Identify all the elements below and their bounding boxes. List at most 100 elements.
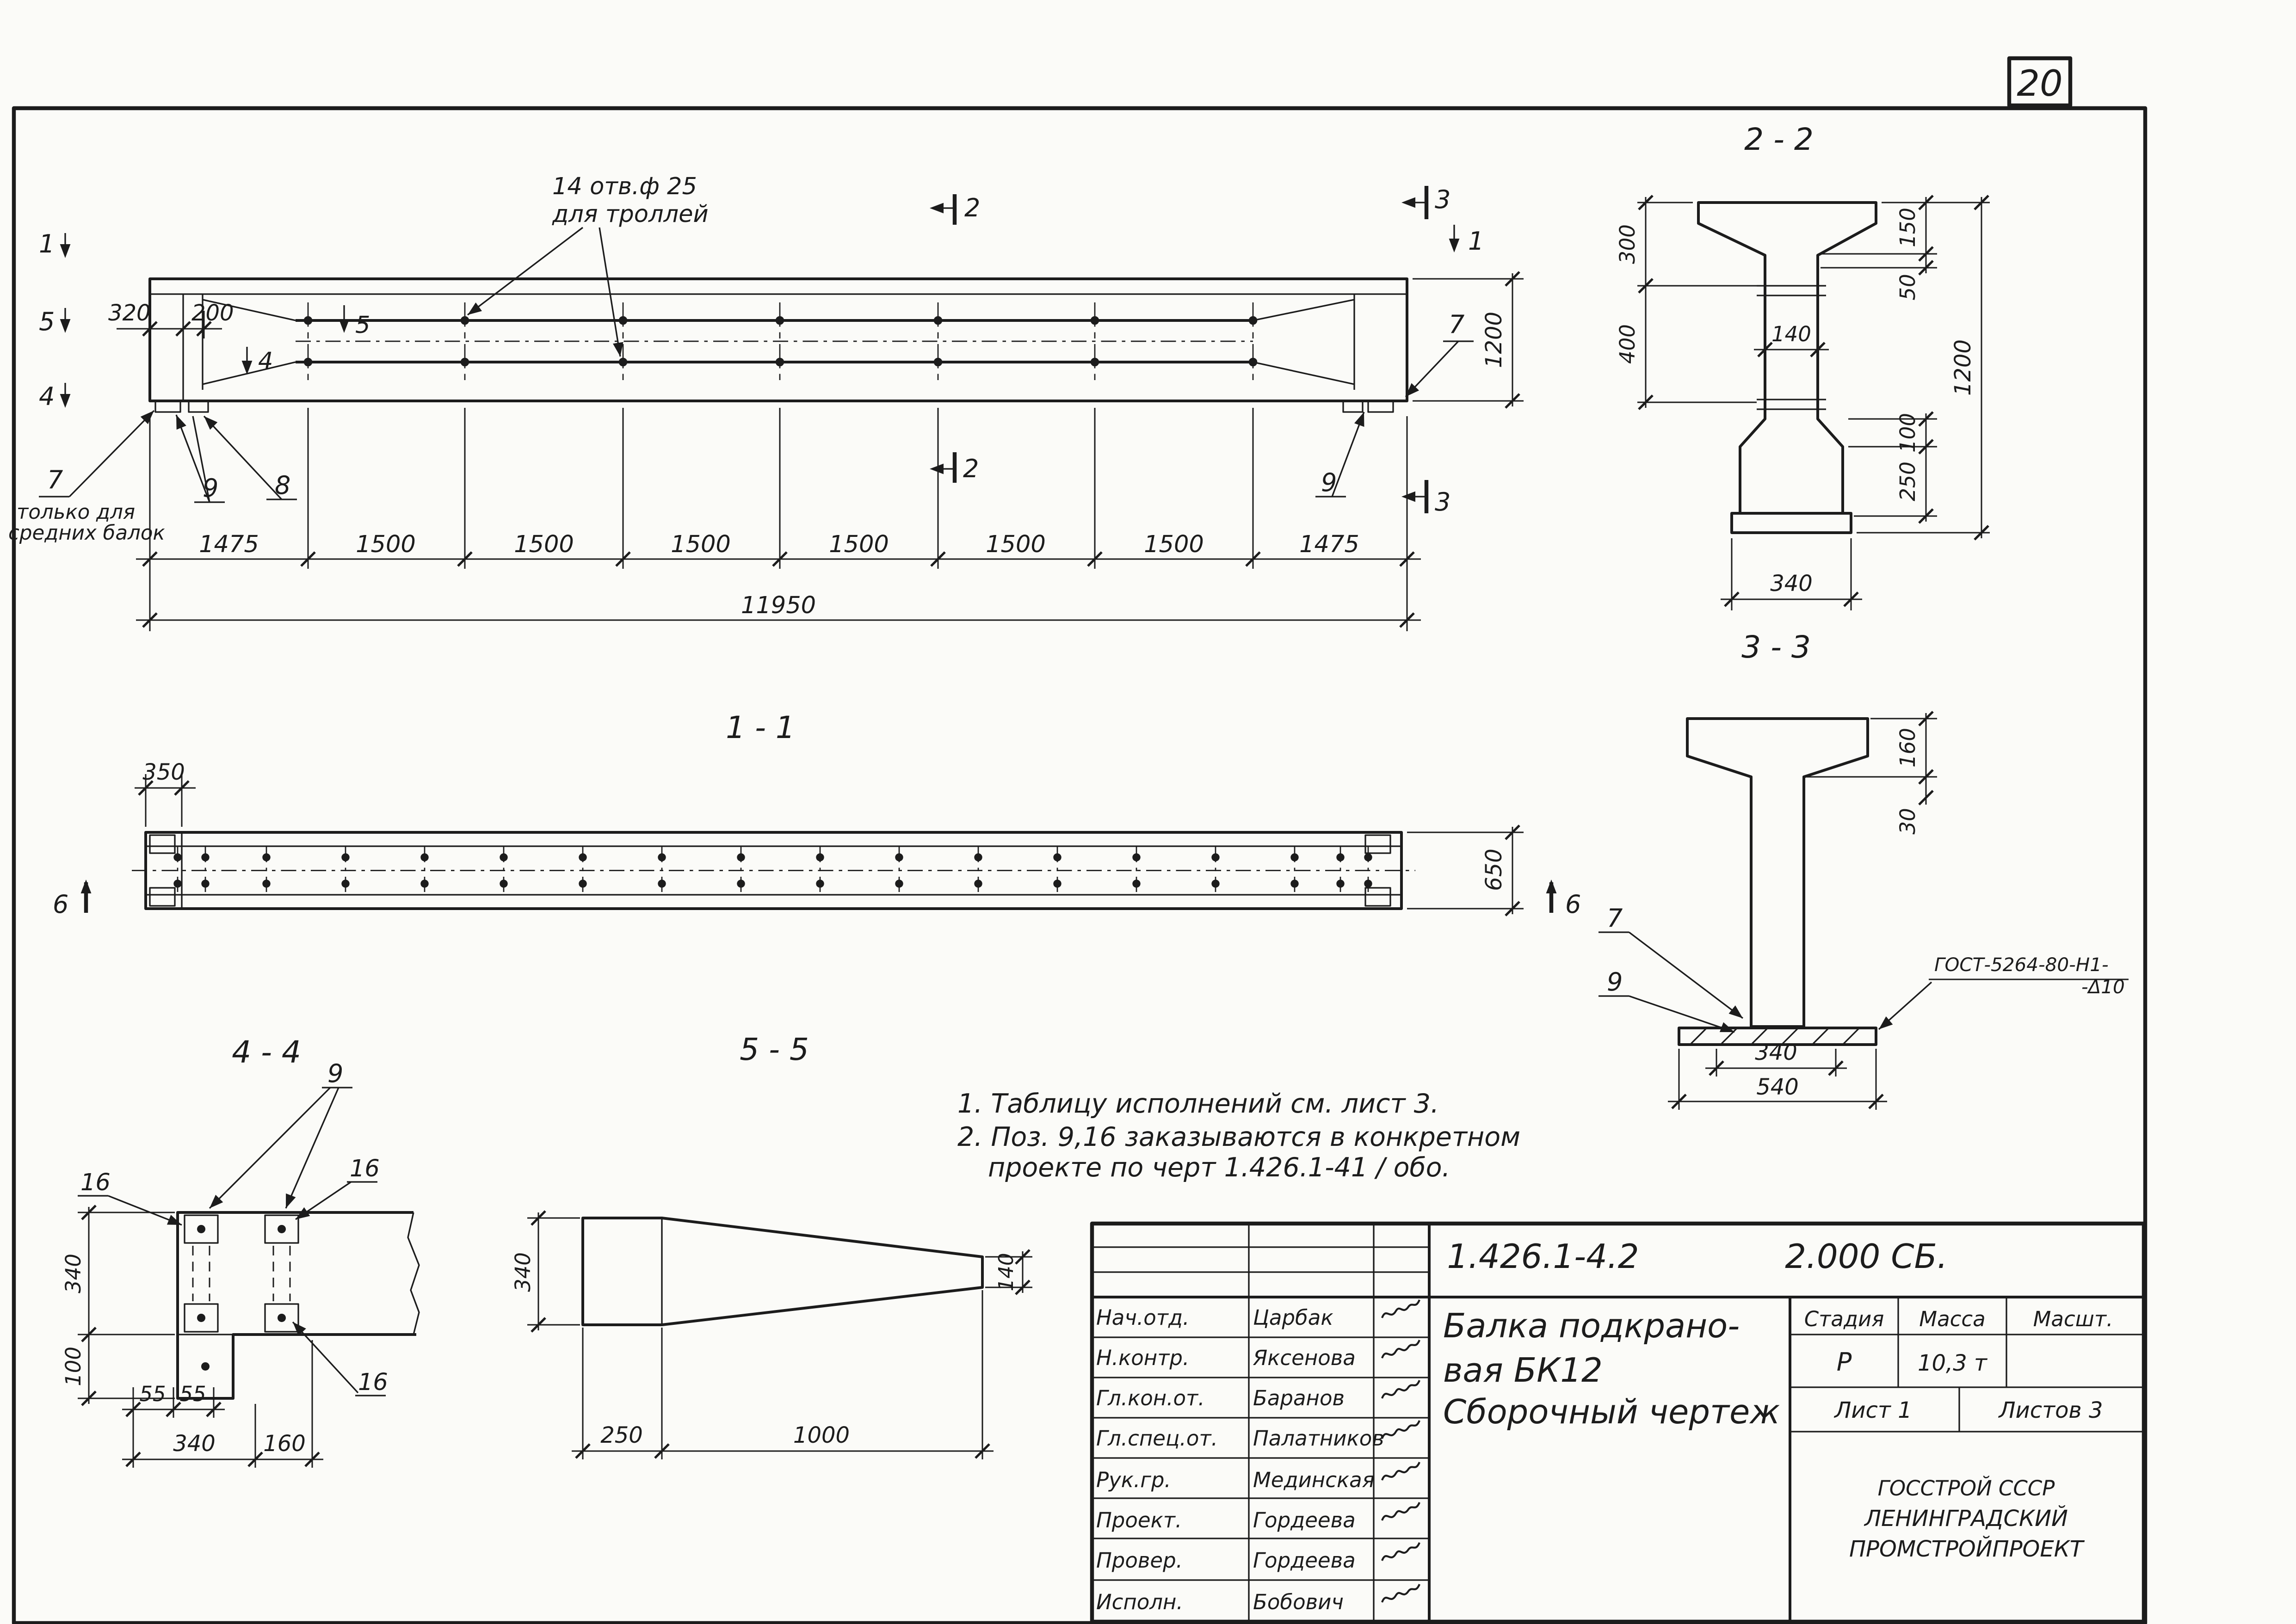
organization: ГОССТРОЙ СССР ЛЕНИНГРАДСКИЙ ПРОМСТРОЙПРО…: [1849, 1476, 2085, 1562]
plan-dimensions: 350 650 6 6: [53, 759, 1581, 919]
dim-340-bottom: 340: [1770, 571, 1813, 597]
section-3-3-title: 3 - 3: [1741, 629, 1811, 665]
row-name: Баранов: [1253, 1386, 1345, 1410]
dim-100: 100: [61, 1347, 86, 1386]
dim-540: 540: [1756, 1074, 1799, 1100]
section-3-3-dimensions: 160 30 340 540: [1667, 712, 1937, 1110]
pos-9: 9: [1607, 967, 1623, 997]
cut-mark-4-mid: 4: [258, 348, 273, 375]
cut-mark-3-bottom: 3: [1435, 487, 1450, 517]
signature-marks: [1382, 1300, 1420, 1602]
row-name: Мединская: [1253, 1468, 1375, 1492]
pos-16-c: 16: [358, 1369, 388, 1396]
row-name: Гордеева: [1253, 1548, 1356, 1573]
bolt-plates: [184, 1214, 299, 1333]
bolts: [197, 1224, 286, 1371]
dim-140: 140: [1771, 322, 1811, 346]
sheet-number-box: [2007, 56, 2073, 108]
detail-5-5-dimensions: 340 140 250 1000: [511, 1211, 1032, 1459]
section-2-2-dimensions: 300 400 140 150 50 100 250 1200 340: [1615, 196, 1990, 610]
cut-mark-1-left: 1: [39, 229, 55, 258]
detail-4-4-dimensions: 340 100 55 55 340 160: [61, 1206, 323, 1468]
dim-340: 340: [1755, 1040, 1797, 1065]
sheets-info: Листов 3: [1998, 1397, 2103, 1423]
dim-55-b: 55: [179, 1382, 206, 1406]
drawing-title-line2: вая БК12: [1443, 1351, 1603, 1390]
cut-mark-5-mid: 5: [355, 312, 370, 339]
row-name: Бобович: [1253, 1590, 1344, 1614]
org-line3: ПРОМСТРОЙПРОЕКТ: [1849, 1536, 2085, 1562]
pos-9: 9: [327, 1059, 343, 1088]
pos-7-right: 7: [1449, 310, 1464, 339]
dim-55-a: 55: [139, 1382, 166, 1406]
dim-50: 50: [1895, 274, 1920, 300]
dim-340-horiz: 340: [173, 1431, 216, 1457]
title-block: 1.426.1-4.2 2.000 СБ. Нач.отд. Царбак Н.…: [1090, 1221, 2146, 1624]
cut-mark-2-bottom: 2: [963, 454, 979, 483]
plan-view-1-1: 1 - 1 350 650 6 6: [53, 710, 1581, 919]
detail-4-4-labels: 9 16 16 16: [77, 1059, 388, 1396]
detail-5-5: 5 - 5 340 140 250 1000: [511, 1032, 1032, 1459]
dim-300: 300: [1615, 224, 1640, 264]
row-role: Рук.гр.: [1096, 1468, 1171, 1492]
dim-160: 160: [1895, 728, 1920, 768]
dim-seg-7: 1500: [1144, 531, 1204, 558]
cut-mark-3-top: 3: [1435, 185, 1450, 214]
dim-250: 250: [600, 1422, 643, 1448]
dim-seg-1: 1475: [199, 531, 259, 558]
pos-16-b: 16: [350, 1155, 380, 1182]
dim-340: 340: [511, 1252, 535, 1292]
mass-value: 10,3 т: [1918, 1350, 1988, 1376]
row-name: Царбак: [1253, 1305, 1333, 1330]
stage-value: Р: [1837, 1347, 1852, 1377]
dim-seg-8: 1475: [1299, 531, 1359, 558]
dim-height-1200: 1200: [1481, 312, 1507, 368]
cut-mark-6-left: 6: [53, 890, 68, 919]
row-name: Яксенова: [1253, 1346, 1356, 1370]
dim-seg-5: 1500: [829, 531, 889, 558]
org-line1: ГОССТРОЙ СССР: [1878, 1476, 2055, 1501]
dim-total-length: 11950: [741, 592, 816, 619]
sheet-number: 20: [2017, 63, 2062, 105]
section-2-2-title: 2 - 2: [1744, 122, 1814, 157]
note-line3: проекте по черт 1.426.1-41 / обо.: [988, 1152, 1450, 1183]
cut-mark-5-left: 5: [39, 307, 55, 336]
section-3-3: 3 - 3 7 9 ГОСТ-5264-80-Н1- -Δ10 160 30 3…: [1598, 629, 2129, 1110]
row-role: Гл.кон.от.: [1096, 1386, 1205, 1410]
drawing-title: Балка подкрано- вая БК12 Сборочный черте…: [1443, 1306, 1780, 1431]
doc-code: 2.000 СБ.: [1785, 1237, 1948, 1276]
stage-mass-scale: Стадия Масса Масшт. Р 10,3 т Лист 1 Лист…: [1804, 1307, 2113, 1423]
row-role: Исполн.: [1096, 1590, 1183, 1614]
pos-7: 7: [1607, 904, 1623, 933]
break-line: [407, 1212, 420, 1335]
bearing-pads: [154, 400, 1394, 413]
elevation-outline: [148, 277, 1408, 413]
foot-note-line2: средних балок: [8, 522, 165, 545]
mass-label: Масса: [1919, 1307, 1985, 1331]
dim-100: 100: [1895, 413, 1920, 453]
section-cut-marks: 1 5 4 1 2 2 3 3 5 4: [39, 185, 1484, 517]
cut-mark-6-right: 6: [1565, 890, 1581, 919]
dim-1000: 1000: [793, 1422, 850, 1448]
dim-350: 350: [142, 759, 185, 785]
dim-seg-3: 1500: [514, 531, 574, 558]
elevation-dimensions: 1475 1500 1500 1500 1500 1500 1500 1475 …: [108, 272, 1524, 631]
signature-rows: Нач.отд. Царбак Н.контр. Яксенова Гл.кон…: [1096, 1300, 1420, 1614]
row-role: Гл.спец.от.: [1096, 1426, 1218, 1451]
dim-650: 650: [1481, 849, 1507, 891]
pos-7-left: 7: [47, 465, 63, 494]
doc-number: 1.426.1-4.2: [1447, 1237, 1639, 1276]
dim-200: 200: [191, 300, 234, 326]
weld-joint-marks: [1756, 285, 1826, 410]
plan-end-plates: [149, 834, 1391, 907]
section-2-2: 2 - 2 300 400 140 150 50 100 250 1200 34…: [1615, 122, 1990, 610]
drawing-title-line3: Сборочный чертеж: [1443, 1392, 1780, 1431]
hole-note-line2: для троллей: [552, 201, 709, 228]
sheet-frame: 20: [12, 56, 2148, 1624]
drawing-title-line1: Балка подкрано-: [1443, 1306, 1740, 1345]
plan-1-1-title: 1 - 1: [726, 710, 795, 745]
dim-1200-section: 1200: [1950, 339, 1976, 396]
dim-160: 160: [263, 1431, 306, 1457]
